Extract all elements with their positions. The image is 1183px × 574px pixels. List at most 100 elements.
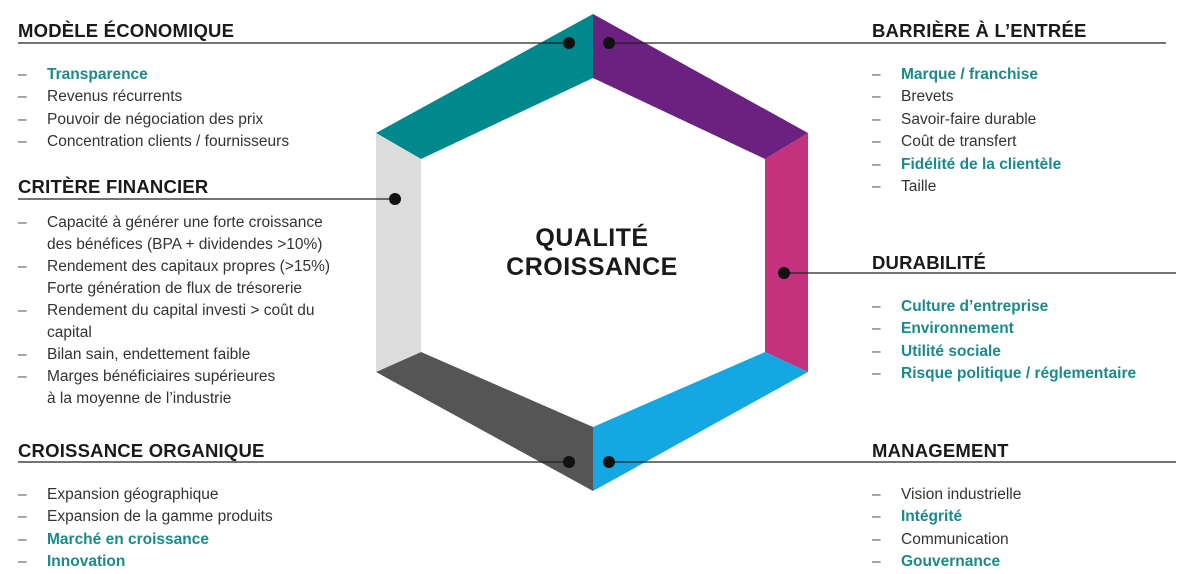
list-item: –Utilité sociale [872, 341, 1136, 363]
list-item: – Gouvernance [872, 551, 1021, 573]
center-title: QUALITÉ CROISSANCE [492, 224, 692, 282]
connector-dot-croissance [563, 456, 575, 468]
center-title-line2: CROISSANCE [506, 253, 678, 281]
dash-bullet: – [18, 346, 27, 363]
segment-durabilite [765, 133, 808, 372]
section-title: MODÈLE ÉCONOMIQUE [18, 20, 235, 41]
list-item: –Brevets [872, 86, 1087, 108]
list-item: Forte génération de flux de trésorerie [18, 278, 330, 300]
list-item-text: Revenus récurrents [47, 88, 183, 106]
dash-bullet: – [872, 553, 881, 571]
list-item: – Pouvoir de négociation des prix [18, 109, 289, 131]
section-title: CROISSANCE ORGANIQUE [18, 440, 265, 461]
section-croissance-organique: CROISSANCE ORGANIQUE –Expansion géograph… [18, 440, 273, 574]
section-list: –Expansion géographique–Expansion de la … [18, 484, 273, 574]
list-item-text: Rendement du capital investi > coût du [47, 302, 315, 319]
list-item-text: Marque / franchise [901, 66, 1038, 83]
list-item: –Communication [872, 529, 1021, 551]
segment-critere-financier [376, 133, 421, 372]
list-item: – Coût de transfert [872, 131, 1087, 153]
list-item-text: Coût de transfert [901, 133, 1017, 151]
section-durabilite: DURABILITÉ –Culture d’entreprise–Environ… [872, 252, 1136, 386]
dash-bullet: – [18, 530, 27, 548]
center-title-line1: QUALITÉ [535, 224, 649, 252]
list-item: capital [18, 322, 330, 344]
list-item-text: Risque politique / réglementaire [901, 365, 1137, 383]
section-management: MANAGEMENT –Vision industrielle–Intégrit… [872, 440, 1021, 574]
list-item: à la moyenne de l’industrie [18, 388, 330, 410]
list-item: – Fidélité de la clientèle [872, 154, 1087, 176]
dash-bullet: – [18, 368, 27, 385]
list-item-text: Marché en croissance [47, 530, 209, 548]
list-item-text: Taille [901, 178, 937, 196]
connector-dot-durabilite [778, 267, 790, 279]
list-item-text: Environnement [901, 320, 1014, 338]
connector-dot-management [603, 456, 615, 468]
dash-bullet: – [872, 178, 881, 196]
list-item: – Expansion de la gamme produits [18, 506, 273, 528]
list-item-text: Capacité à générer une forte croissance [47, 214, 323, 231]
list-item: – Marges bénéficiaires supérieures [18, 366, 330, 388]
dash-bullet: – [872, 88, 881, 106]
dash-bullet: – [872, 486, 881, 503]
dash-bullet: – [18, 133, 27, 151]
segment-barriere-entree [593, 14, 808, 159]
list-item: – Rendement du capital investi > coût du [18, 300, 330, 322]
list-item: –Vision industrielle [872, 484, 1021, 506]
list-item: –Savoir-faire durable [872, 109, 1087, 131]
list-item: –Bilan sain, endettement faible [18, 344, 330, 366]
section-title: DURABILITÉ [872, 252, 987, 273]
list-item-text: Pouvoir de négociation des prix [47, 110, 264, 128]
section-list: –Marque / franchise–Brevets–Savoir-faire… [872, 64, 1087, 198]
dash-bullet: – [18, 214, 27, 231]
section-title: CRITÈRE FINANCIER [18, 176, 209, 197]
list-item-text: Concentration clients / fournisseurs [47, 133, 290, 151]
list-item-text: capital [47, 324, 92, 341]
list-item-text: Expansion de la gamme produits [47, 508, 273, 526]
dash-bullet: – [18, 88, 27, 106]
dash-bullet: – [872, 365, 881, 383]
dash-bullet: – [872, 508, 881, 526]
section-barriere-entree: BARRIÈRE À L’ENTRÉE –Marque / franchise–… [872, 20, 1087, 198]
segment-management [593, 352, 808, 491]
dash-bullet: – [18, 110, 27, 128]
list-item-text: Utilité sociale [901, 342, 1001, 360]
dash-bullet: – [872, 298, 881, 315]
list-item: –Marque / franchise [872, 64, 1087, 86]
dash-bullet: – [18, 258, 27, 275]
list-item-text: Gouvernance [901, 553, 1001, 571]
list-item: –Expansion géographique [18, 484, 273, 506]
list-item: –Transparence [18, 64, 289, 86]
dash-bullet: – [872, 155, 881, 173]
segment-modele-economique [376, 14, 593, 159]
dash-bullet: – [18, 302, 27, 319]
list-item-text: Fidélité de la clientèle [901, 155, 1062, 173]
list-item: – Marché en croissance [18, 529, 273, 551]
list-item-text: Forte génération de flux de trésorerie [47, 280, 303, 297]
section-list: –Vision industrielle–Intégrité–Communica… [872, 484, 1021, 574]
list-item-text: à la moyenne de l’industrie [47, 390, 232, 407]
connector-dot-critere [389, 193, 401, 205]
list-item: –Culture d’entreprise [872, 296, 1136, 318]
dash-bullet: – [18, 486, 27, 503]
list-item-text: Rendement des capitaux propres (>15%) [47, 258, 331, 275]
list-item: des bénéfices (BPA + dividendes >10%) [18, 234, 330, 256]
section-title: BARRIÈRE À L’ENTRÉE [872, 20, 1087, 41]
list-item: – Rendement des capitaux propres (>15%) [18, 256, 330, 278]
list-item: – Intégrité [872, 506, 1021, 528]
dash-bullet: – [872, 133, 881, 151]
dash-bullet: – [18, 508, 27, 526]
dash-bullet: – [18, 553, 27, 571]
list-item: – Taille [872, 176, 1087, 198]
list-item: – Revenus récurrents [18, 86, 289, 108]
section-list: –Transparence – Revenus récurrents – Pouvoir… [18, 64, 289, 154]
list-item: – Concentration clients / fournisseurs [18, 131, 289, 153]
dash-bullet: – [872, 530, 881, 548]
list-item-text: Intégrité [901, 508, 963, 526]
dash-bullet: – [872, 320, 881, 338]
list-item-text: Marges bénéficiaires supérieures [47, 368, 276, 385]
section-modele-economique: MODÈLE ÉCONOMIQUE –Transparence – Revenus … [18, 20, 289, 154]
section-title: MANAGEMENT [872, 440, 1009, 461]
list-item: – Risque politique / réglementaire [872, 363, 1136, 385]
